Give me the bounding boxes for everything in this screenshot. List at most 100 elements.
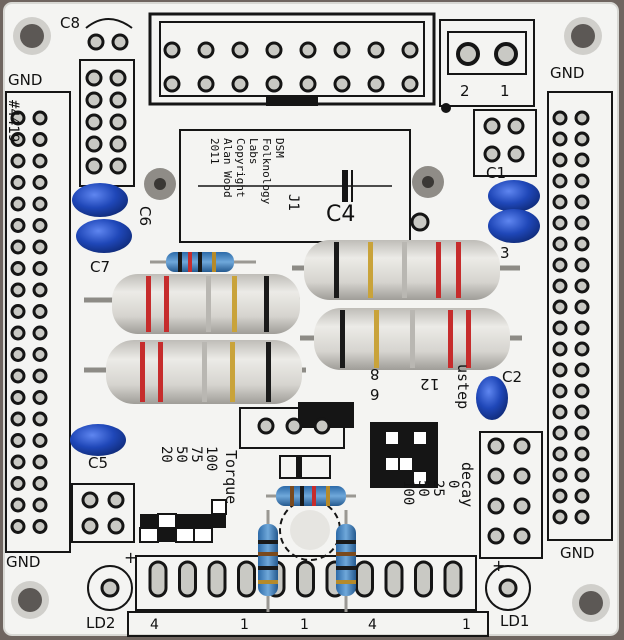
pad	[333, 41, 351, 59]
c2-label: C2	[502, 368, 523, 386]
pad	[552, 131, 568, 147]
pad	[10, 261, 26, 276]
pad	[265, 41, 283, 59]
pad	[10, 433, 26, 448]
pad	[109, 69, 127, 87]
decay-value-100: 100	[400, 480, 416, 506]
pad	[197, 41, 215, 59]
pad	[109, 157, 127, 175]
pad	[574, 236, 590, 252]
pad	[10, 347, 26, 362]
pad	[487, 467, 505, 485]
power-resistor-4	[300, 308, 522, 370]
bottom-pad	[296, 560, 315, 598]
pad	[552, 278, 568, 294]
pad	[299, 41, 317, 59]
pad	[574, 425, 590, 441]
pad	[574, 320, 590, 336]
c6-label: C6	[136, 206, 154, 227]
pad	[507, 145, 525, 163]
torque-value-50: 50	[173, 446, 189, 463]
pad	[367, 41, 385, 59]
pad	[487, 527, 505, 545]
pad	[10, 476, 26, 491]
serial-number: #4419	[5, 100, 21, 143]
pad	[552, 467, 568, 483]
pad	[552, 215, 568, 231]
resistor-label-2: 2	[420, 375, 430, 393]
torque-dip-graphic	[139, 499, 227, 543]
lower-left-jumper-pins	[81, 491, 125, 535]
bottom-number-1: 4	[150, 617, 159, 633]
pad	[333, 75, 351, 93]
resistor-label-8: 8	[370, 365, 380, 383]
pad	[513, 467, 531, 485]
pad	[552, 152, 568, 168]
pad	[32, 132, 48, 147]
pad	[552, 362, 568, 378]
pad	[513, 437, 531, 455]
right-header-pins	[552, 110, 590, 525]
pad	[10, 175, 26, 190]
pad	[163, 75, 181, 93]
pad	[32, 261, 48, 276]
c8-label: C8	[60, 14, 81, 32]
terminal-number-1: 1	[500, 82, 510, 100]
torque-value-75: 75	[188, 446, 204, 463]
resistor-label-1: 1	[430, 375, 440, 393]
pad	[552, 488, 568, 504]
pad	[231, 75, 249, 93]
pad	[32, 519, 48, 534]
credits-line-4: Copyright	[234, 138, 247, 198]
pad	[163, 41, 181, 59]
left-header-pins	[10, 110, 48, 534]
pad	[32, 390, 48, 405]
pad	[109, 113, 127, 131]
bottom-pad	[207, 560, 227, 598]
pad	[487, 437, 505, 455]
pad	[552, 236, 568, 252]
decay-values: 0 25 50 100	[400, 480, 461, 506]
c8-header-pins	[85, 69, 127, 175]
pad	[574, 488, 590, 504]
pad	[313, 417, 331, 435]
pad	[10, 519, 26, 534]
torque-values: 100 75 50 20	[158, 446, 219, 471]
pad	[10, 218, 26, 233]
pad	[574, 446, 590, 462]
pad	[10, 153, 26, 169]
pad	[483, 145, 501, 163]
pad	[552, 341, 568, 357]
gnd-label-bottom-left: GND	[6, 553, 41, 571]
pad	[552, 173, 568, 189]
pad	[483, 117, 501, 135]
pad	[574, 383, 590, 399]
pad	[552, 425, 568, 441]
pad	[85, 113, 103, 131]
pad	[507, 117, 525, 135]
pad	[552, 257, 568, 273]
credits-line-2: Folknology	[260, 138, 273, 205]
pad	[10, 304, 26, 319]
pad	[10, 282, 26, 298]
power-resistor-1	[84, 274, 300, 334]
pad	[552, 446, 568, 462]
pad	[85, 135, 103, 153]
pad	[10, 454, 26, 470]
pad	[574, 278, 590, 294]
j1-label: J1	[285, 194, 301, 211]
terminal-number-2: 2	[460, 82, 470, 100]
pad	[85, 69, 103, 87]
ld1-label: LD1	[500, 612, 530, 630]
pad	[10, 411, 26, 427]
pad	[10, 196, 26, 212]
pad	[552, 299, 568, 315]
mounting-holes	[11, 17, 610, 622]
lower-right-jumper-pins	[487, 437, 531, 545]
gnd-label-top-right: GND	[550, 64, 585, 82]
small-resistor-top	[150, 252, 256, 272]
decay-value-0: 0	[445, 480, 461, 489]
pad	[32, 433, 48, 448]
pad	[552, 383, 568, 399]
pad	[574, 509, 590, 525]
